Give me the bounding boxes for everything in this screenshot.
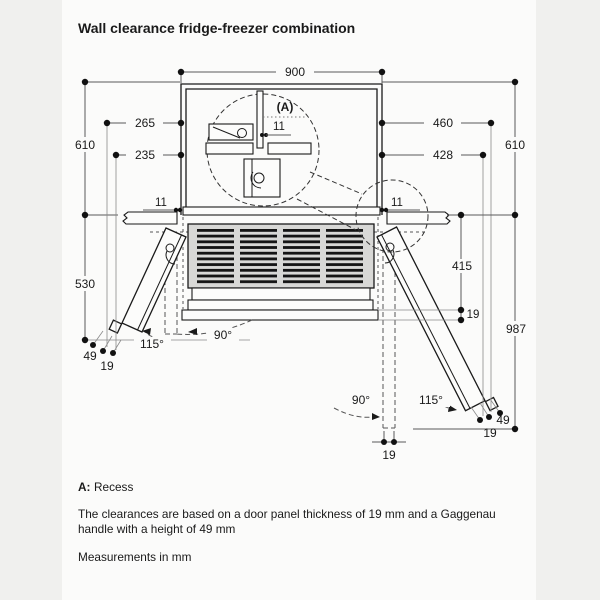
dim-460-label: 460 — [433, 116, 453, 130]
dim-49-left-label: 49 — [83, 349, 97, 363]
door-panel-closed — [181, 309, 379, 321]
dim-987-label: 987 — [506, 322, 526, 336]
dim-19-bottom-label: 19 — [382, 448, 396, 462]
dim-49-right-label: 49 — [496, 413, 510, 427]
dim-610-left-label: 610 — [75, 138, 95, 152]
detail-wall-section — [256, 90, 264, 149]
recess-outline — [180, 83, 383, 216]
dim-11-left-label: 11 — [155, 197, 167, 209]
units-note: Measurements in mm — [78, 550, 192, 564]
left-door-open — [108, 227, 187, 334]
arrow-90-left — [188, 328, 197, 335]
dim-415-label: 415 — [452, 259, 472, 273]
right-door-open — [376, 226, 499, 412]
note-line-2: handle with a height of 49 mm — [78, 522, 236, 536]
dim-19-panel-right-label: 19 — [467, 309, 480, 321]
appliance-body — [150, 217, 428, 321]
detail-hinge-icon — [237, 128, 247, 138]
angle-115-right-label: 115° — [419, 393, 443, 407]
appliance-front-frame — [191, 287, 371, 301]
arrow-115-right — [448, 405, 457, 412]
label-backgrounds — [70, 64, 535, 407]
detail-a-label: (A) — [277, 100, 294, 114]
page-title: Wall clearance fridge-freezer combinatio… — [78, 20, 355, 36]
detail-link — [296, 171, 429, 253]
angle-90-left-label: 90° — [214, 328, 232, 342]
legend-value: Recess — [94, 480, 133, 494]
note-line-1: The clearances are based on a door panel… — [78, 507, 496, 521]
angle-90-right-label: 90° — [352, 393, 370, 407]
hinge-zoom-source-circle — [355, 179, 429, 253]
dim-19-right-label: 19 — [483, 426, 497, 440]
appliance-front-edge — [187, 299, 374, 311]
vent-grille — [197, 229, 363, 286]
left-counter — [122, 211, 178, 225]
dimension-dots — [81, 68, 519, 445]
angle-115-left-label: 115° — [140, 337, 164, 351]
arrow-115-left — [142, 328, 151, 335]
dim-19-left-label: 19 — [100, 359, 114, 373]
detail-11-label: 11 — [273, 121, 285, 133]
dim-428-label: 428 — [433, 148, 453, 162]
right-hinge-icon — [385, 242, 395, 252]
arrow-90-right — [372, 413, 380, 420]
dim-11-right-label: 11 — [391, 197, 403, 209]
dim-235-label: 235 — [135, 148, 155, 162]
detail-door-section — [243, 158, 281, 198]
dim-265-label: 265 — [135, 116, 155, 130]
legend-key: A: — [78, 480, 90, 494]
right-counter — [386, 211, 451, 225]
dim-530-label: 530 — [75, 277, 95, 291]
dim-900-label: 900 — [285, 65, 305, 79]
detail-circle — [205, 90, 320, 207]
detail-hinge-icon-2 — [253, 172, 265, 184]
dim-610-right-label: 610 — [505, 138, 525, 152]
left-hinge-icon — [165, 243, 175, 253]
